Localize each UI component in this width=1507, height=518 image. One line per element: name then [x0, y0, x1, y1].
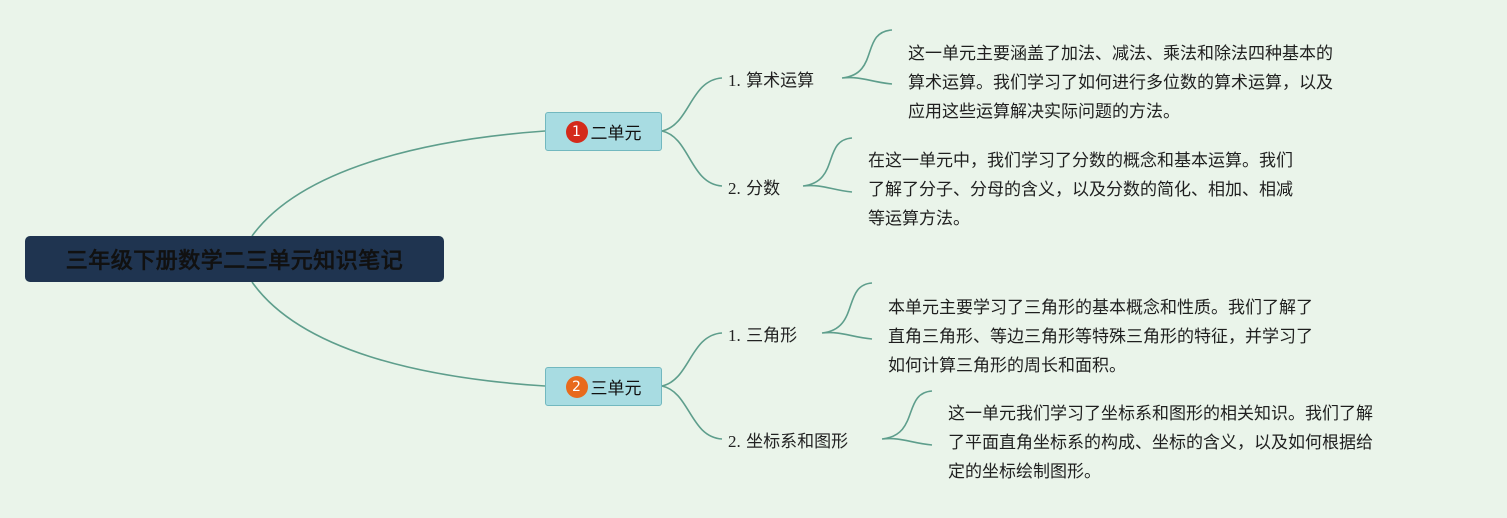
- root-title: 三年级下册数学二三单元知识笔记: [65, 249, 404, 274]
- root-topic[interactable]: 三年级下册数学二三单元知识笔记: [25, 236, 444, 282]
- link-b1-sub2-desc: [802, 137, 853, 193]
- subtopic-arithmetic[interactable]: 1. 算术运算: [728, 71, 815, 91]
- subtopic-coordinates[interactable]: 2. 坐标系和图形: [728, 432, 849, 452]
- marker-2-icon: 2: [565, 375, 588, 398]
- link-b1-sub1-desc: [841, 29, 893, 85]
- desc-fractions: 在这一单元中，我们学习了分数的概念和基本运算。我们 了解了分子、分母的含义，以及…: [868, 151, 1293, 229]
- branch-unit-3[interactable]: 2 三单元: [545, 367, 662, 406]
- link-b2-sub2-desc: [881, 390, 933, 446]
- subtopic-triangle[interactable]: 1. 三角形: [728, 326, 798, 346]
- link-b2-sub2: [661, 385, 723, 440]
- link-b2-sub1-desc: [821, 282, 873, 340]
- desc-coordinates: 这一单元我们学习了坐标系和图形的相关知识。我们了解 了平面直角坐标系的构成、坐标…: [948, 404, 1373, 482]
- desc-arithmetic: 这一单元主要涵盖了加法、减法、乘法和除法四种基本的 算术运算。我们学习了如何进行…: [908, 44, 1333, 122]
- link-root-branch-2: [251, 281, 546, 387]
- desc-triangle: 本单元主要学习了三角形的基本概念和性质。我们了解了 直角三角形、等边三角形等特殊…: [888, 298, 1313, 376]
- marker-1-icon: 1: [565, 120, 588, 143]
- branch-unit-2[interactable]: 1 二单元: [545, 112, 662, 151]
- branch-label: 二单元: [590, 124, 642, 144]
- link-b2-sub1: [661, 332, 723, 387]
- branch-label: 三单元: [590, 379, 642, 399]
- link-b1-sub1: [661, 77, 723, 132]
- subtopic-fractions[interactable]: 2. 分数: [728, 179, 781, 199]
- link-root-branch-1: [251, 130, 546, 237]
- link-b1-sub2: [661, 130, 723, 187]
